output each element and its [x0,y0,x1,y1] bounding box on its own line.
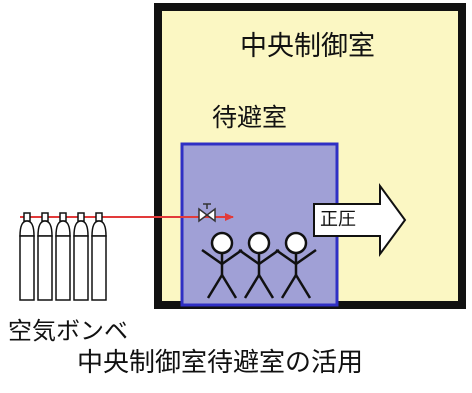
gas-cylinder-icon [19,212,107,301]
cylinder [73,212,89,301]
positive-pressure-label: 正圧 [320,209,356,230]
valve-icon [198,203,216,223]
right-arrow-icon [313,182,407,258]
shelter-label: 待避室 [212,103,288,132]
control-room-label: 中央制御室 [240,31,375,62]
cylinder [19,212,35,301]
stick-figure-icon [275,231,317,299]
stick-figure-icon [201,231,243,299]
caption: 中央制御室待避室の活用 [77,348,364,378]
pipe-arrowhead [225,213,234,221]
cylinder [91,212,107,301]
stick-figure-icon [238,231,280,299]
cylinder [55,212,71,301]
cylinder [37,212,53,301]
air-cylinders-label: 空気ボンベ [8,317,128,345]
